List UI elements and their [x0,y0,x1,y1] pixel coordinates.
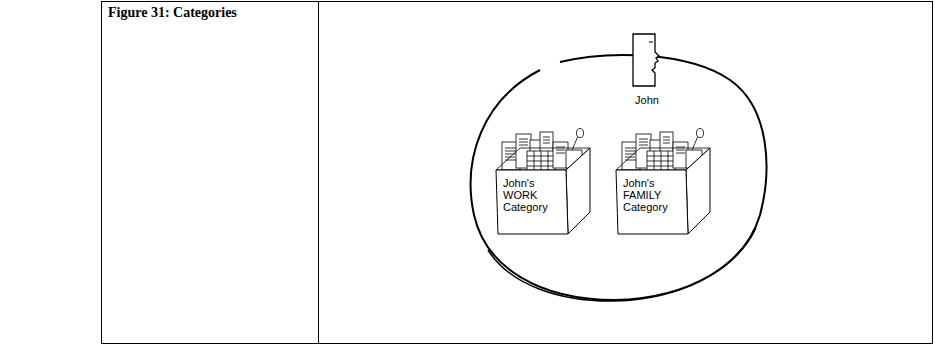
table-border [101,1,933,2]
box-front [496,170,568,234]
box-side [686,148,710,234]
text-lines [519,139,528,145]
person-silhouette [633,34,659,86]
category-box: John's WORK Category [492,126,594,238]
person-name: John [620,94,674,106]
table-frame [101,1,933,344]
table-border [101,343,933,344]
figure-caption: Figure 31: Categories [108,5,308,21]
category-box: John's FAMILY Category [612,126,714,238]
group-ellipse [471,55,767,300]
category-label: John's WORK Category [503,177,561,213]
paper-clip [577,129,584,138]
table-divider [318,1,319,344]
category-label: John's FAMILY Category [623,177,681,213]
table-border [101,1,102,344]
grid-lines [527,151,555,171]
text-lines [543,137,550,143]
spreadsheet-sheet [527,151,555,171]
text-lines [505,148,517,160]
group-ellipse-shade [488,228,756,301]
box-side [566,148,590,234]
table-border [932,1,933,344]
person-eye [649,42,653,43]
person-icon: John [630,32,664,112]
box-front [616,170,688,234]
